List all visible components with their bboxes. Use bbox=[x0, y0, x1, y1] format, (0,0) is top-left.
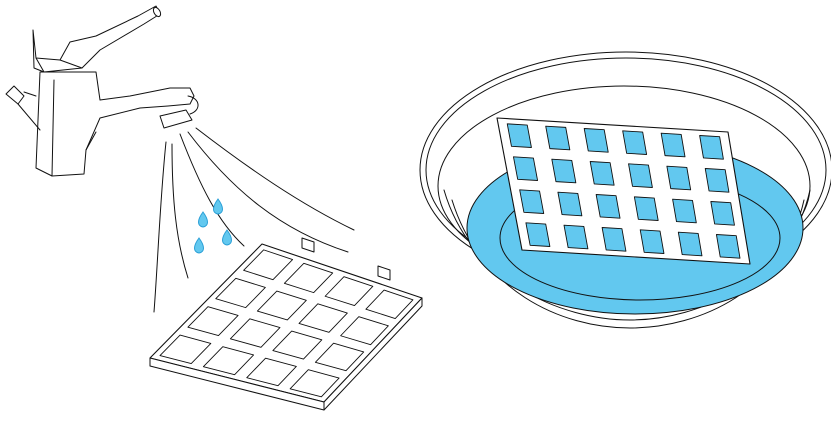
filter-cell bbox=[596, 195, 620, 219]
filter-cell bbox=[673, 199, 697, 223]
faucet-icon bbox=[6, 6, 198, 176]
filter-cell bbox=[667, 166, 691, 190]
filter-cell bbox=[700, 136, 724, 160]
filter-cell bbox=[634, 197, 658, 221]
filter-cell bbox=[711, 202, 735, 226]
filter-grid-icon bbox=[150, 238, 422, 410]
filter-cell bbox=[546, 126, 570, 150]
filter-cell bbox=[678, 232, 702, 256]
filter-cell bbox=[629, 164, 653, 188]
filter-cell bbox=[584, 129, 608, 153]
filter-cell bbox=[602, 228, 626, 252]
filter-tab bbox=[302, 238, 314, 252]
filter-cell bbox=[590, 162, 614, 186]
filter-cell bbox=[705, 169, 729, 193]
water-drop-icon bbox=[223, 230, 232, 245]
filter-cell bbox=[520, 190, 544, 214]
filter-cell bbox=[564, 225, 588, 249]
water-drop-icon bbox=[199, 212, 208, 227]
filter-cell bbox=[552, 159, 576, 183]
filter-cell bbox=[623, 131, 647, 155]
filter-cell bbox=[526, 223, 550, 247]
filter-cell bbox=[640, 230, 664, 254]
water-drop-icon bbox=[195, 238, 204, 253]
filter-cell bbox=[661, 133, 685, 157]
water-drop-icon bbox=[214, 199, 223, 214]
filter-cell bbox=[513, 157, 537, 181]
filter-cell bbox=[716, 235, 740, 259]
filter-grid-icon bbox=[497, 118, 750, 264]
filter-cell bbox=[558, 192, 582, 216]
filter-tab bbox=[378, 266, 390, 280]
filter-cell bbox=[507, 124, 531, 148]
